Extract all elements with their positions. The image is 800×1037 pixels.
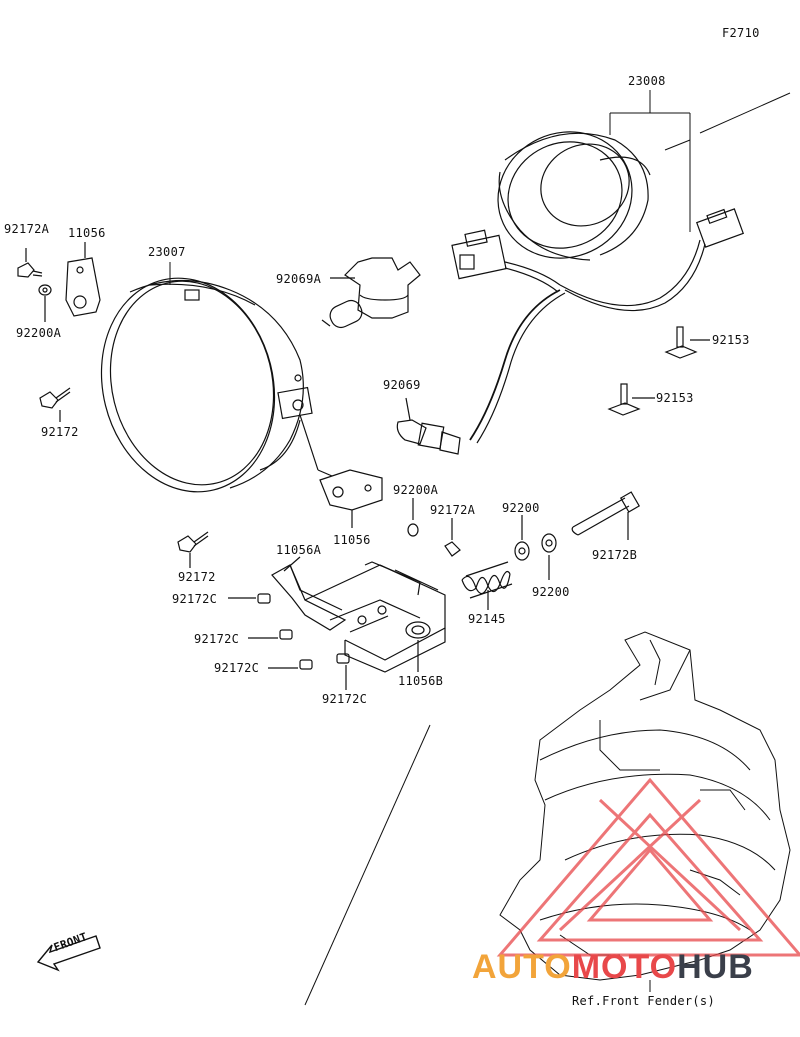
label-92172C-2: 92172C xyxy=(194,632,240,646)
bolt-92172A-mid xyxy=(444,518,461,557)
watermark-moto: MOTO xyxy=(571,948,678,986)
bolt-92172C-1 xyxy=(228,593,271,604)
washer-92200-upper xyxy=(514,515,530,561)
label-92153-upper: 92153 xyxy=(712,333,750,347)
label-92172C-3: 92172C xyxy=(214,661,260,675)
bolt-92172B xyxy=(571,491,641,540)
label-23007: 23007 xyxy=(148,245,186,259)
label-92069: 92069 xyxy=(383,378,421,392)
label-92069A: 92069A xyxy=(276,272,322,286)
washer-92200-lower xyxy=(541,533,557,580)
label-92172-lower: 92172 xyxy=(178,570,216,584)
bracket-11056-mid xyxy=(319,469,383,528)
reference-note: Ref.Front Fender(s) xyxy=(572,994,715,1008)
label-92200A-mid: 92200A xyxy=(393,483,439,497)
label-92172A-mid: 92172A xyxy=(430,503,476,517)
figure-code: F2710 xyxy=(722,26,760,40)
bulb-92069 xyxy=(396,397,461,455)
label-92200-lower: 92200 xyxy=(532,585,570,599)
label-23008: 23008 xyxy=(628,74,666,88)
screw-92172-lower xyxy=(177,531,209,568)
watermark-logo xyxy=(496,777,800,957)
label-92172-left: 92172 xyxy=(41,425,79,439)
bolt-92172C-2 xyxy=(248,629,293,640)
bolt-92153-upper xyxy=(664,326,710,359)
label-92200A-top: 92200A xyxy=(16,326,62,340)
bolt-92172C-4 xyxy=(336,653,350,690)
label-11056-top: 11056 xyxy=(68,226,106,240)
watermark-hub: HUB xyxy=(677,948,754,986)
bracket-11056-top xyxy=(65,242,101,317)
spring-92145 xyxy=(461,561,513,610)
label-11056-mid: 11056 xyxy=(333,533,371,547)
washer-92200A-top xyxy=(38,284,52,322)
label-92172A-top: 92172A xyxy=(4,222,50,236)
front-direction-arrow xyxy=(36,935,101,972)
socket-leader-lines xyxy=(169,90,691,285)
label-92200-upper: 92200 xyxy=(502,501,540,515)
bolt-92172C-3 xyxy=(268,659,313,670)
bolt-92153-lower xyxy=(607,383,655,416)
bulb-92069A xyxy=(321,257,421,329)
label-92172B: 92172B xyxy=(592,548,638,562)
front-fender-reference xyxy=(499,631,791,992)
headlight-unit-23007 xyxy=(100,277,333,493)
screw-92172-left xyxy=(39,387,71,422)
watermark-text: AUTOMOTOHUB xyxy=(472,948,754,987)
label-92153-lower: 92153 xyxy=(656,391,694,405)
label-92145: 92145 xyxy=(468,612,506,626)
headlight-socket-23008 xyxy=(451,131,745,444)
label-92172C-4: 92172C xyxy=(322,692,368,706)
label-11056A: 11056A xyxy=(276,543,322,557)
bracket-assembly-11056A-11056B xyxy=(271,556,446,673)
reference-lines xyxy=(304,92,791,1006)
bolt-92172A-top xyxy=(17,248,43,278)
washer-92200A-mid xyxy=(407,498,419,537)
label-92172C-1: 92172C xyxy=(172,592,218,606)
watermark-auto: AUTO xyxy=(472,948,572,986)
label-11056B: 11056B xyxy=(398,674,444,688)
